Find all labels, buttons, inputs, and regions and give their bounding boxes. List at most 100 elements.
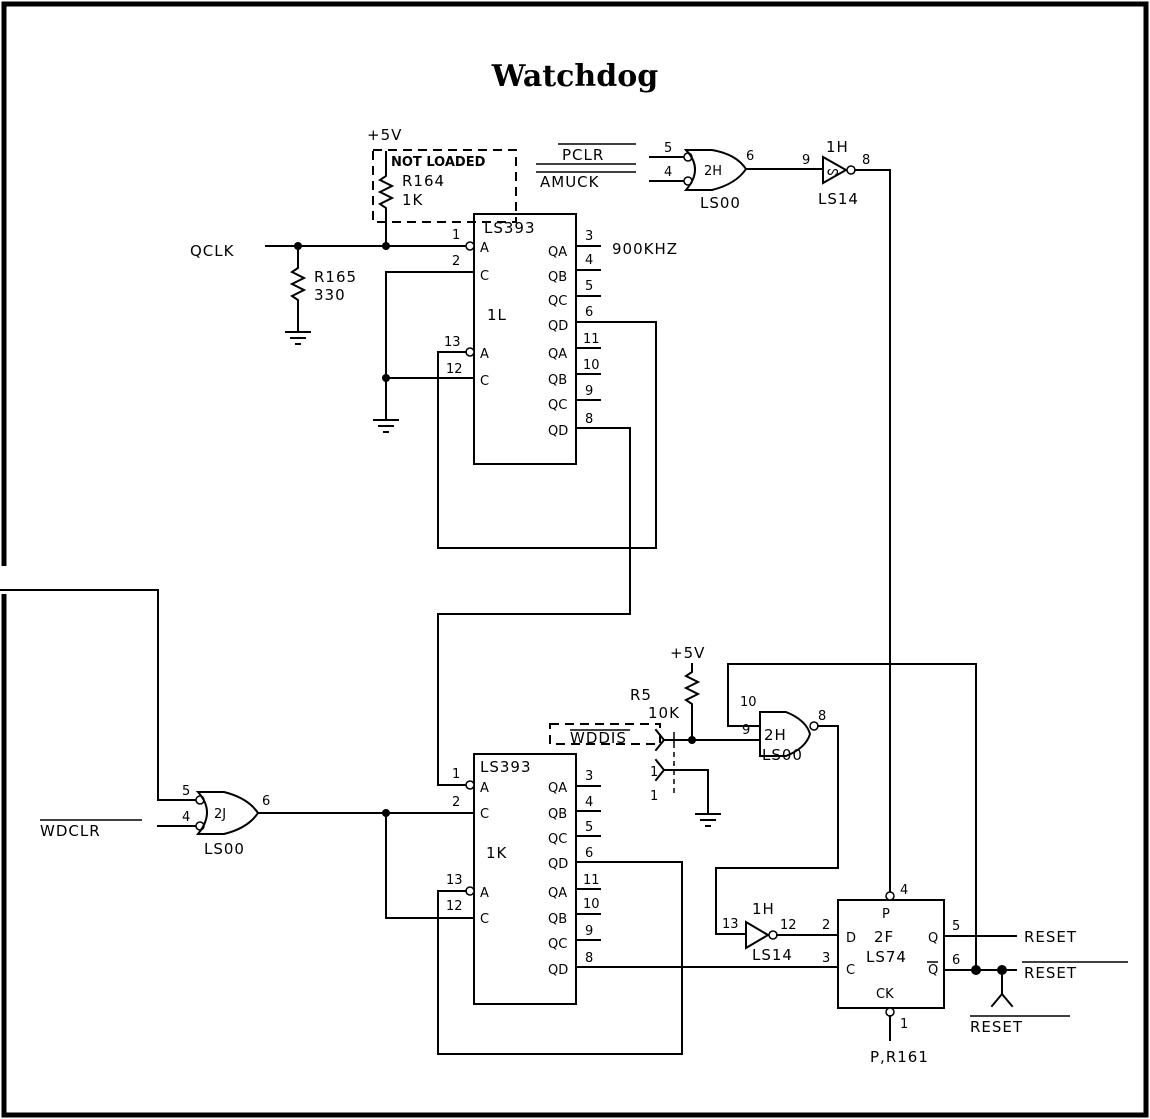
c1-pinnum-qa1: 3 [585, 229, 593, 244]
c2-pin-qc1: QC [548, 832, 567, 847]
c2-pin-qc2: QC [548, 937, 567, 952]
c1-pinnum-qb1: 4 [585, 253, 593, 268]
gate-2h-bot-body [759, 711, 812, 757]
inv-1h-top-body [822, 155, 849, 185]
r161-label: P,R161 [870, 1048, 929, 1066]
c1-pinnum-qc1: 5 [585, 279, 593, 294]
inv-1h-top-type: LS14 [818, 190, 859, 208]
c2-pin-c1: C [480, 807, 489, 822]
c2-pinnum-c1: 2 [452, 795, 460, 810]
external-wire [0, 589, 196, 801]
gate-2h-bot-ref: 2H [764, 726, 787, 744]
gate-2h-bot-pin8: 8 [818, 709, 826, 724]
r165-ref: R165 [314, 268, 357, 286]
junction-r5 [688, 736, 696, 744]
not-loaded-label: NOT LOADED [391, 155, 486, 170]
ff-pin-q: Q [928, 931, 938, 946]
c2-pin-a1: A [480, 781, 489, 796]
ff-pin-c: C [846, 963, 855, 978]
ff-type: LS74 [866, 948, 907, 966]
c2-pinnum-qd1: 6 [585, 846, 593, 861]
c1-to-c2-wire [437, 427, 631, 786]
inv-1h-bot-type: LS14 [752, 946, 793, 964]
junction-qclk-2 [382, 242, 390, 250]
gate-2h-bot-out [715, 725, 839, 935]
ff-pin-qn: Q [928, 963, 938, 978]
qclk-label: QCLK [190, 242, 235, 260]
c2-pin-c2: C [480, 912, 489, 927]
c1-pinnum-c2: 12 [446, 362, 463, 377]
c1-output-stubs [575, 245, 601, 429]
reset-n-branch [990, 969, 1014, 1008]
inv-1h-top-pin9: 9 [802, 153, 810, 168]
gate-2h-top-pin6: 6 [746, 149, 754, 164]
c1-pinnum-a2: 13 [444, 335, 461, 350]
border-gap [0, 566, 10, 594]
c2-bubble-a2 [465, 886, 475, 896]
inv-1h-top-bubble [846, 165, 856, 175]
c1-pin-qc1: QC [548, 294, 567, 309]
ff-pinnum-c: 3 [822, 951, 830, 966]
jumper-pin2: 1 [650, 789, 658, 804]
gate-2h-bot-bubble [809, 721, 819, 731]
c1-bubble-a2 [465, 347, 475, 357]
c1-pinnum-qd1: 6 [585, 305, 593, 320]
c1-bubble-a1 [465, 241, 475, 251]
ff-pinnum-ck: 1 [900, 1017, 908, 1032]
wdclr-label: WDCLR [40, 822, 101, 840]
c1-cascade-wire [437, 321, 657, 549]
r164-symbol [377, 151, 395, 247]
ff-pinnum-q: 5 [952, 919, 960, 934]
vcc-label-top: +5V [367, 126, 402, 144]
c2-pin-qd2: QD [548, 963, 568, 978]
inv-1h-bot-body [745, 920, 770, 950]
jumper-pin1: 1 [650, 765, 658, 780]
gate-2h-bot-pin10: 10 [740, 695, 757, 710]
freq-label: 900KHZ [612, 240, 678, 258]
counter-1l-ref: 1L [487, 306, 507, 324]
page-title: Watchdog [491, 59, 658, 94]
counter-1k-body [473, 753, 577, 1005]
c1-pin-c1: C [480, 269, 489, 284]
c2-bubble-a1 [465, 780, 475, 790]
ff-pin-p: P [882, 907, 890, 922]
inv-1h-bot-pin12: 12 [780, 918, 797, 933]
c1-pin-c2: C [480, 374, 489, 389]
c2-pinnum-a1: 1 [452, 767, 460, 782]
reset-n2-label: RESET [970, 1018, 1023, 1036]
wddis-label: WDDIS [570, 729, 627, 747]
c2-pinnum-qc1: 5 [585, 820, 593, 835]
ff-pin-d: D [846, 931, 856, 946]
c1-pin-qb2: QB [548, 373, 567, 388]
gate-2h-top-type: LS00 [700, 194, 741, 212]
gate-2j-pin5: 5 [182, 784, 190, 799]
preset-wire [854, 169, 891, 893]
ground-symbol-2 [373, 419, 399, 433]
c1-pin-qb1: QB [548, 270, 567, 285]
ff-ref: 2F [874, 928, 894, 946]
c1-pinnum-qc2: 9 [585, 384, 593, 399]
ff-ck-bubble [885, 1007, 895, 1017]
gate-2j-type: LS00 [204, 840, 245, 858]
c1-pinnum-qb2: 10 [583, 358, 600, 373]
reset-n-label: RESET [1024, 964, 1077, 982]
c2-pin-a2: A [480, 886, 489, 901]
c1-pin-qa1: QA [548, 245, 567, 260]
not-loaded-box [372, 149, 517, 223]
c2-pin-qb2: QB [548, 912, 567, 927]
gate-2j-pin6: 6 [262, 794, 270, 809]
c1-pinnum-qa2: 11 [583, 332, 600, 347]
r5-ref: R5 [630, 686, 652, 704]
ground-symbol-3 [695, 813, 721, 827]
c2-pinnum-a2: 13 [446, 873, 463, 888]
ff-pinnum-qn: 6 [952, 953, 960, 968]
c1-pin-a2: A [480, 347, 489, 362]
c2-pin-qb1: QB [548, 807, 567, 822]
ff-pinnum-d: 2 [822, 918, 830, 933]
c2-pinnum-qb2: 10 [583, 897, 600, 912]
inv-1h-bot-bubble [768, 930, 778, 940]
c1-pin-a1: A [480, 241, 489, 256]
c2-cascade-wire [437, 861, 683, 1055]
